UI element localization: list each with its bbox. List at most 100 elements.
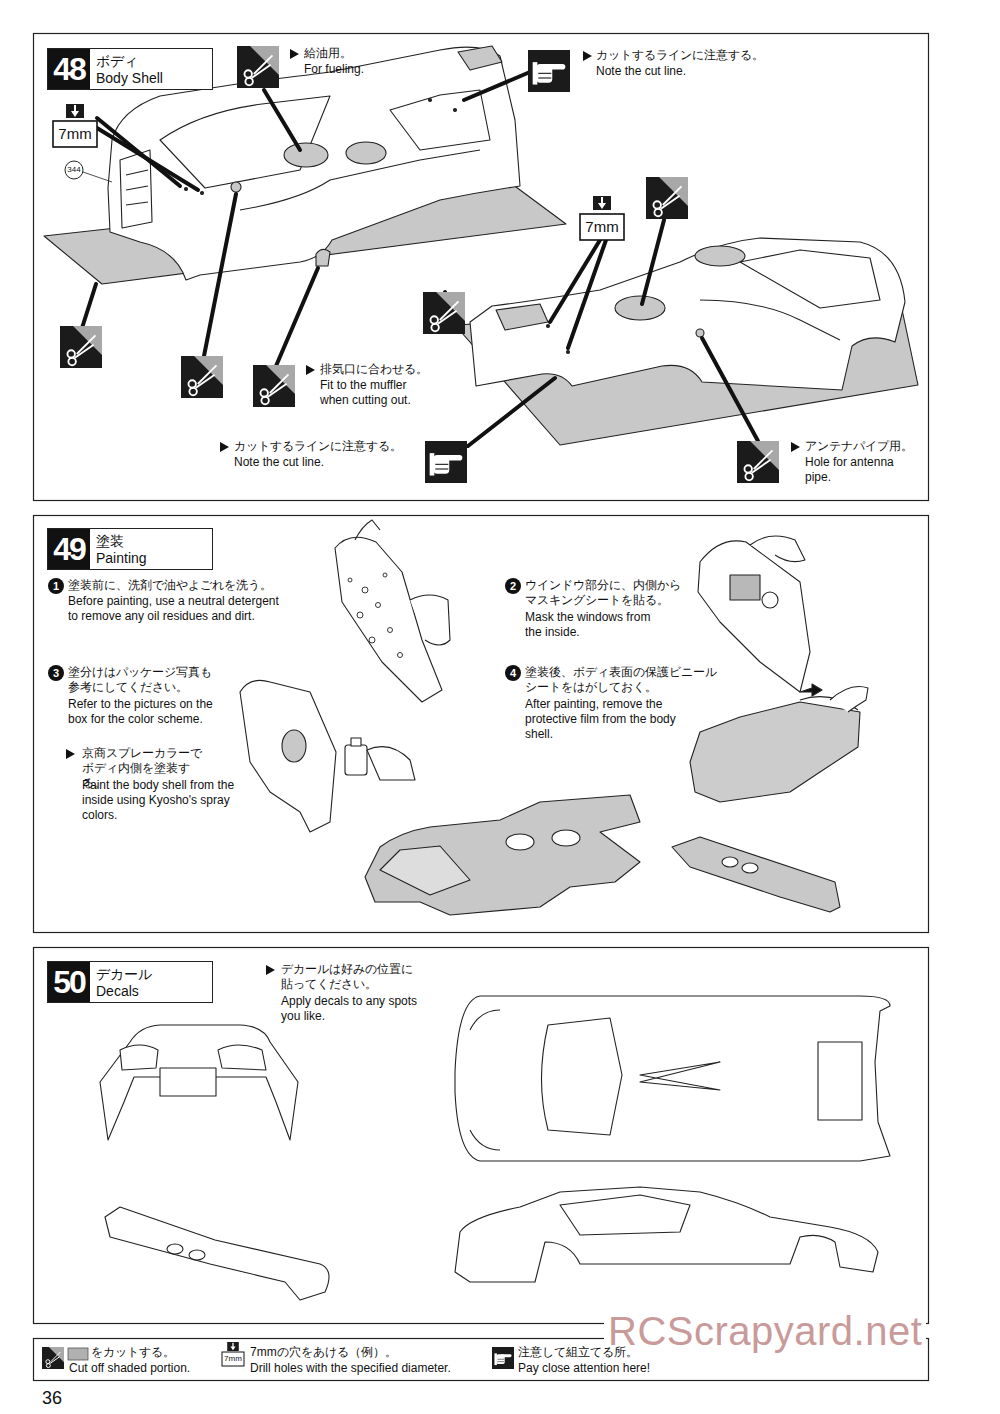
cut-icon — [423, 292, 465, 334]
leader-line — [702, 338, 758, 441]
painting-drawing — [398, 653, 403, 658]
painting-drawing — [355, 520, 380, 540]
body-shell-drawing — [390, 90, 490, 150]
leader-line — [97, 128, 198, 190]
cut-icon — [60, 326, 102, 368]
step-title-box: デカールDecals50 — [47, 961, 213, 1003]
legend-icon — [222, 1352, 244, 1366]
attention-icon — [528, 50, 570, 92]
cut-icon — [646, 177, 688, 219]
body-shell-drawing — [615, 296, 665, 320]
step-title-text: ボディ — [96, 53, 138, 70]
panel-frame — [34, 34, 929, 1381]
decal-drawing — [160, 1068, 216, 1096]
pointer-triangle — [306, 365, 315, 375]
cut-icon — [237, 46, 279, 88]
leader-line — [276, 268, 318, 366]
step-number: 50 — [53, 962, 85, 1002]
legend-icon — [68, 1348, 88, 1360]
legend-icon — [492, 1347, 514, 1369]
painting-drawing — [388, 628, 393, 633]
drill-icon — [53, 104, 624, 240]
body-shell-drawing — [695, 246, 745, 266]
decal-drawing — [542, 1018, 623, 1135]
cut-icon — [181, 356, 223, 398]
painting-drawing — [240, 520, 868, 915]
step-number-badge: 50 — [48, 962, 90, 1002]
note-en: Before painting, use a neutral detergent… — [68, 594, 283, 624]
body-shell-drawing — [429, 99, 432, 102]
body-shell-drawing — [316, 249, 330, 266]
step-number: 48 — [53, 49, 85, 89]
decal-drawing — [189, 1250, 205, 1260]
leader-line — [464, 72, 530, 100]
painting-drawing — [506, 834, 534, 850]
painting-drawing — [362, 587, 368, 593]
body-shell-drawing — [126, 170, 148, 175]
leader-line — [642, 220, 664, 304]
painting-drawing — [762, 592, 778, 608]
leader-line — [82, 284, 96, 328]
note-jp: 塗分けはパッケージ写真も参考にしてください。 — [68, 665, 218, 695]
painting-drawing — [282, 730, 306, 762]
panel-frame — [34, 34, 929, 501]
painting-drawing — [240, 680, 336, 832]
step-title-text: デカール — [96, 966, 152, 983]
pointer-triangle — [266, 965, 275, 975]
body-shell-drawing — [700, 300, 840, 340]
cut-icon — [737, 441, 779, 483]
body-shell-drawing — [231, 182, 241, 192]
step-number-circle — [505, 665, 521, 681]
step-number-badge: 49 — [48, 529, 90, 569]
body-shell-drawing — [567, 351, 570, 354]
painting-drawing — [365, 795, 640, 915]
decal-drawing — [120, 1045, 158, 1070]
legend-icon — [227, 1342, 239, 1351]
decal-drawing — [100, 996, 890, 1300]
drill-icon — [580, 214, 624, 240]
painting-drawing — [830, 687, 868, 713]
step-number: 1 — [48, 578, 64, 594]
decal-drawing — [218, 1045, 266, 1070]
decal-drawing — [818, 1042, 862, 1120]
step-number: 4 — [505, 665, 521, 681]
painting-drawing — [351, 738, 361, 746]
step-title-text: Body Shell — [96, 70, 163, 87]
body-shell-drawing — [201, 192, 204, 195]
painting-drawing — [410, 595, 450, 645]
part-number: 344 — [64, 164, 84, 176]
note-en: Hole for antenna pipe. — [805, 455, 910, 485]
painting-drawing — [750, 536, 805, 562]
body-shell-drawing — [496, 304, 548, 330]
painting-drawing — [690, 702, 860, 802]
body-shell-drawing — [160, 96, 330, 188]
body-shell-drawing — [284, 143, 328, 167]
note-jp: カットするラインに注意する。 — [234, 439, 402, 454]
pointer-triangle — [791, 442, 800, 452]
legend-text: 注意して組立てる所。 — [518, 1345, 638, 1360]
body-shell-drawing — [454, 109, 457, 112]
leader-line — [468, 378, 555, 446]
body-shell-drawing — [547, 325, 550, 328]
legend-text: 7mmの穴をあける（例）。 — [250, 1345, 397, 1360]
body-shell-drawing — [44, 46, 566, 284]
pointer-triangle — [66, 749, 75, 759]
step-number: 49 — [53, 529, 85, 569]
step-title-text: Painting — [96, 550, 147, 567]
painting-drawing — [376, 603, 381, 608]
watermark: RCScrapyard.net — [604, 1308, 926, 1354]
attention-icon — [425, 50, 570, 483]
page-number: 36 — [42, 1388, 62, 1408]
leader-line — [568, 240, 606, 348]
decal-drawing — [640, 1062, 720, 1090]
callout-circle — [65, 161, 83, 179]
legend-note: Drill holes with the specified diameter. — [250, 1361, 451, 1376]
drill-icon — [53, 121, 97, 147]
panel-frame — [34, 516, 929, 933]
painting-drawing — [369, 637, 375, 643]
drill-icon — [593, 196, 611, 210]
painting-drawing — [345, 745, 367, 775]
note-jp: 給油用。 — [304, 46, 352, 61]
drill-size: 7mm — [222, 1352, 244, 1366]
decal-drawing — [470, 1010, 500, 1150]
